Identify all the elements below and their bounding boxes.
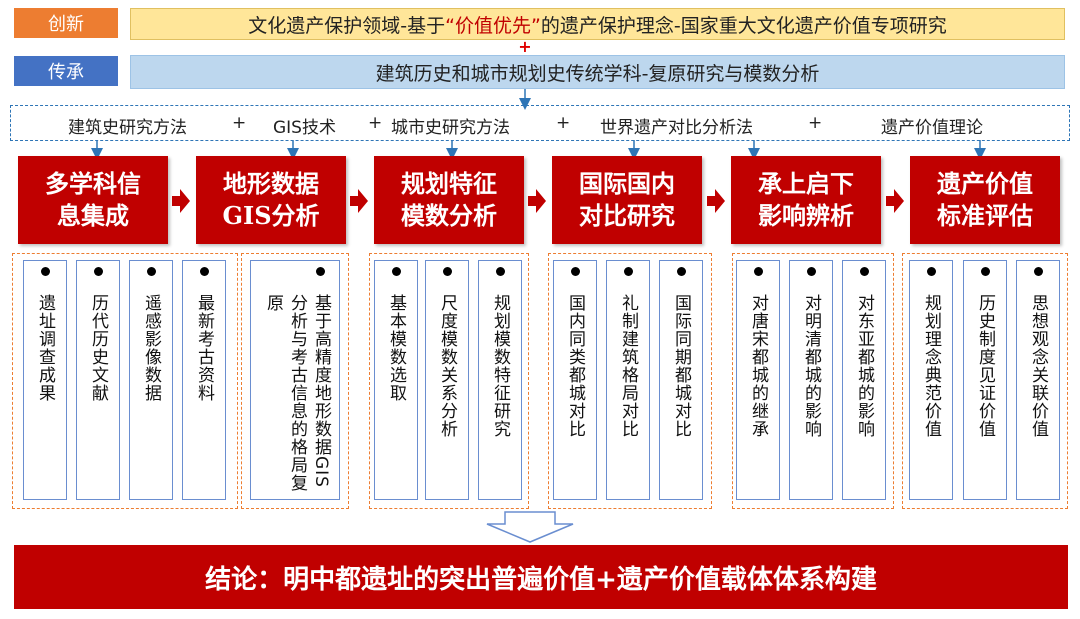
innovation-text-a: 文化遗产保护领域-基于 (248, 14, 446, 37)
method-plus-3: + (556, 113, 571, 133)
bullet-dot (316, 267, 325, 276)
detail-text: 规划模数特征研究 (490, 294, 510, 438)
bullet-dot (391, 267, 401, 276)
bullet-dot (980, 267, 990, 276)
detail-text: 思想观念关联价值 (1028, 294, 1048, 438)
detail-column: 历史制度见证价值 (963, 260, 1007, 500)
detail-text: 规划理念典范价值 (921, 294, 941, 438)
bullet-dot (40, 267, 50, 276)
stage-3-line2: 模数分析 (401, 201, 497, 230)
detail-text: 对明清都城的影响 (801, 294, 821, 438)
detail-column: 基于高精度地形数据GIS分析与考古信息的格局复原 (250, 260, 340, 500)
inherit-tag: 传承 (14, 56, 118, 86)
detail-group-6 (902, 253, 1068, 509)
innovation-tag: 创新 (14, 8, 118, 38)
innovation-text-b: 的遗产保护理念-国家重大文化遗产价值专项研究 (540, 14, 947, 37)
stage-influence: 承上启下影响辨析 (731, 156, 881, 244)
bullet-dot (570, 267, 580, 276)
bullet-dot (623, 267, 633, 276)
method-plus-4: + (808, 113, 823, 133)
stage-4-line2: 对比研究 (579, 201, 675, 230)
detail-column: 遥感影像数据 (129, 260, 173, 500)
detail-text: 尺度模数关系分析 (437, 294, 457, 438)
detail-text: 遥感影像数据 (141, 294, 161, 402)
inherit-bar: 建筑历史和城市规划史传统学科-复原研究与模数分析 (130, 55, 1065, 89)
detail-group-3 (369, 253, 529, 509)
bullet-dot (495, 267, 505, 276)
method-world-heritage: 世界遗产对比分析法 (600, 118, 753, 138)
stage-1-line1: 多学科信 (45, 169, 141, 198)
detail-column: 思想观念关联价值 (1016, 260, 1060, 500)
stage-4-line1: 国际国内 (579, 169, 675, 198)
bullet-dot (926, 267, 936, 276)
stage-5-line2: 影响辨析 (758, 201, 854, 230)
bullet-dot (1033, 267, 1043, 276)
stage-comparison: 国际国内对比研究 (552, 156, 702, 244)
stage-6-line2: 标准评估 (937, 201, 1033, 230)
detail-column: 遗址调查成果 (23, 260, 67, 500)
stage-modulus-analysis: 规划特征模数分析 (374, 156, 524, 244)
conclusion-bar: 结论：明中都遗址的突出普遍价值+遗产价值载体体系构建 (14, 545, 1068, 609)
bullet-dot (676, 267, 686, 276)
stage-gis-analysis: 地形数据 GIS分析 (196, 156, 346, 244)
bullet-dot (93, 267, 103, 276)
stage-3-line1: 规划特征 (401, 169, 497, 198)
bullet-dot (753, 267, 763, 276)
stage-2-line1: 地形数据 (223, 169, 319, 198)
detail-column: 基本模数选取 (374, 260, 418, 500)
detail-text: 历代历史文献 (88, 294, 108, 402)
detail-group-4 (548, 253, 712, 509)
detail-text: 历史制度见证价值 (975, 294, 995, 438)
detail-text: 国际同期都城对比 (671, 294, 691, 438)
detail-text: 最新考古资料 (194, 294, 214, 402)
stage-1-line2: 息集成 (57, 201, 129, 230)
method-plus-2: + (368, 113, 383, 133)
method-arch-history: 建筑史研究方法 (68, 118, 187, 138)
detail-column: 最新考古资料 (182, 260, 226, 500)
detail-column: 历代历史文献 (76, 260, 120, 500)
detail-text: 国内同类都城对比 (565, 294, 585, 438)
detail-text: 礼制建筑格局对比 (618, 294, 638, 438)
detail-column: 规划理念典范价值 (909, 260, 953, 500)
bullet-dot (199, 267, 209, 276)
detail-column: 国内同类都城对比 (553, 260, 597, 500)
detail-column: 对明清都城的影响 (789, 260, 833, 500)
detail-column: 对唐宋都城的继承 (736, 260, 780, 500)
innovation-highlight: “价值优先” (445, 14, 541, 37)
detail-group-2 (241, 253, 349, 509)
detail-group-5 (732, 253, 894, 509)
detail-text: 基本模数选取 (386, 294, 406, 402)
detail-group-1 (12, 253, 238, 509)
detail-text: 遗址调查成果 (35, 294, 55, 402)
detail-column: 对东亚都城的影响 (842, 260, 886, 500)
stage-6-line1: 遗产价值 (937, 169, 1033, 198)
stage-5-line1: 承上启下 (758, 169, 854, 198)
plus-sign: + (518, 37, 532, 56)
bullet-dot (146, 267, 156, 276)
bullet-dot (859, 267, 869, 276)
method-gis: GIS技术 (273, 118, 336, 138)
stage-value-evaluation: 遗产价值标准评估 (910, 156, 1060, 244)
stage-2-line2: GIS分析 (222, 201, 320, 230)
stage-multidisciplinary: 多学科信息集成 (18, 156, 168, 244)
method-plus-1: + (232, 113, 247, 133)
detail-column: 规划模数特征研究 (478, 260, 522, 500)
detail-column: 尺度模数关系分析 (425, 260, 469, 500)
detail-column: 国际同期都城对比 (659, 260, 703, 500)
detail-text: 对唐宋都城的继承 (748, 294, 768, 438)
method-value-theory: 遗产价值理论 (881, 118, 983, 138)
detail-column: 礼制建筑格局对比 (606, 260, 650, 500)
methods-box (10, 105, 1070, 141)
detail-text: 基于高精度地形数据GIS分析与考古信息的格局复原 (263, 294, 331, 492)
detail-text: 对东亚都城的影响 (854, 294, 874, 438)
method-urban-history: 城市史研究方法 (391, 118, 510, 138)
innovation-bar: 文化遗产保护领域-基于“价值优先”的遗产保护理念-国家重大文化遗产价值专项研究 (130, 8, 1065, 40)
bullet-dot (442, 267, 452, 276)
bullet-dot (806, 267, 816, 276)
